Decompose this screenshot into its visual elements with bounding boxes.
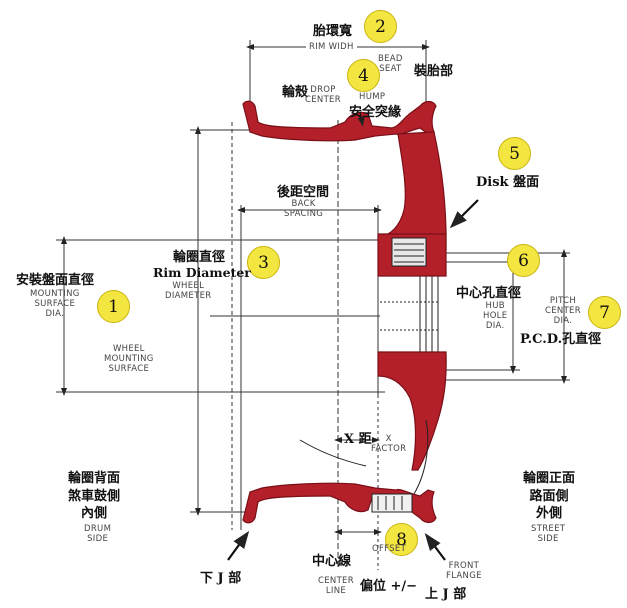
- mounting-dia-label-zh: 安裝盤面直徑: [16, 273, 95, 288]
- pitch-center-label-en: PITCH CENTER DIA.: [545, 296, 581, 326]
- badge-1: 1: [97, 290, 130, 323]
- badge-5: 5: [498, 137, 531, 170]
- bead-seat-label-zh: 裝胎部: [414, 64, 454, 79]
- offset-label-en: OFFSET: [372, 544, 407, 554]
- badge-2: 2: [364, 10, 397, 43]
- pointer-arrows: [227, 111, 479, 561]
- upper-rim-profile: [242, 100, 437, 142]
- front-flange-label-en: FRONT FLANGE: [446, 561, 482, 581]
- wheel-mounting-label: WHEEL MOUNTING SURFACE: [104, 344, 154, 374]
- badge-4: 4: [347, 59, 380, 92]
- badge-8: 8: [385, 523, 418, 556]
- hump-label-zh: 安全突緣: [349, 105, 402, 120]
- disk-lower: [377, 351, 447, 471]
- drop-center-label-zh: 輪殼: [282, 85, 309, 100]
- badge-7: 7: [588, 296, 621, 329]
- bead-seat-label-en: BEAD SEAT: [378, 54, 403, 74]
- x-distance-label: X 距: [344, 432, 372, 447]
- lower-rim-profile: [242, 482, 437, 524]
- hump-label-en: HUMP: [359, 92, 386, 102]
- upper-j-label: 上 J 部: [425, 587, 467, 602]
- rim-diameter-label-zh: 輪圈直徑: [173, 250, 226, 265]
- pcd-label: P.C.D.孔直徑: [520, 332, 602, 347]
- hub-hole-label-en: HUB HOLE DIA.: [483, 301, 508, 331]
- drum-side-label-en: DRUM SIDE: [84, 524, 112, 544]
- back-spacing-label-zh: 後距空間: [277, 185, 330, 200]
- wheel-diameter-label: WHEEL DIAMETER: [165, 281, 212, 301]
- rim-width-label-en: RIM WIDH: [306, 42, 357, 53]
- rim-width-label-zh: 胎環寬: [313, 24, 353, 39]
- badge-3: 3: [247, 246, 280, 279]
- drop-center-label-en: DROP CENTER: [305, 85, 341, 105]
- center-line-label-en: CENTER LINE: [318, 576, 354, 596]
- lower-j-label: 下 J 部: [200, 571, 242, 586]
- hub-details: [299, 237, 440, 513]
- disk-upper: [379, 131, 447, 251]
- street-side-label-en: STREET SIDE: [531, 524, 566, 544]
- hub-hole-label-zh: 中心孔直徑: [456, 286, 522, 301]
- rim-cross-section: [242, 100, 447, 524]
- street-side-label-zh: 輪圈正面 路面側 外側: [523, 471, 576, 522]
- center-line-label-zh: 中心線: [312, 554, 352, 569]
- x-factor-label: X FACTOR: [371, 434, 407, 454]
- offset-label-zh: 偏位 +/−: [360, 579, 418, 594]
- mounting-dia-label-en: MOUNTING SURFACE DIA.: [30, 289, 80, 319]
- drum-side-label-zh: 輪圈背面 煞車鼓側 內側: [68, 471, 121, 522]
- disk-label: Disk 盤面: [476, 175, 540, 190]
- rim-diameter-label-en: Rim Diameter: [153, 265, 251, 280]
- badge-6: 6: [507, 244, 540, 277]
- back-spacing-label-en: BACK SPACING: [284, 199, 324, 219]
